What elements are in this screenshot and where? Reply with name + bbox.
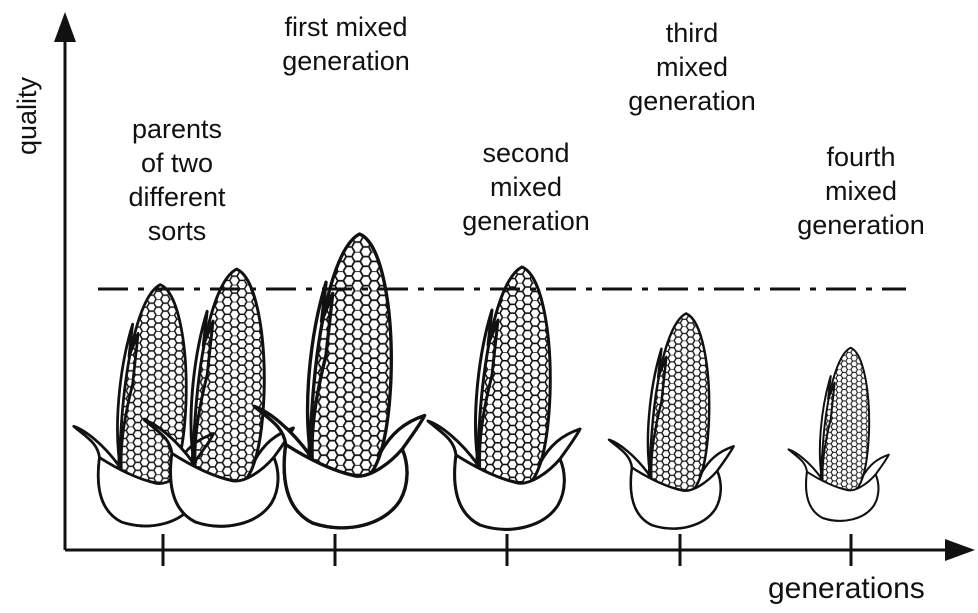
second-generation-cob-icon [428,267,580,529]
label-second-mixed-generation: second mixed generation [446,136,606,238]
label-parents: parents of two different sorts [102,112,252,248]
third-generation-cob-icon [609,313,734,528]
x-axis-arrow-icon [945,539,975,561]
y-axis-arrow-icon [54,12,76,42]
y-axis-label: quality [12,77,43,155]
x-axis-label: generations [768,572,925,606]
first-generation-cob-icon [254,234,424,528]
label-first-mixed-generation: first mixed generation [262,10,430,78]
label-fourth-mixed-generation: fourth mixed generation [786,140,936,242]
label-third-mixed-generation: third mixed generation [612,16,772,118]
fourth-generation-cob-icon [788,348,888,521]
corn-cobs [74,234,889,529]
